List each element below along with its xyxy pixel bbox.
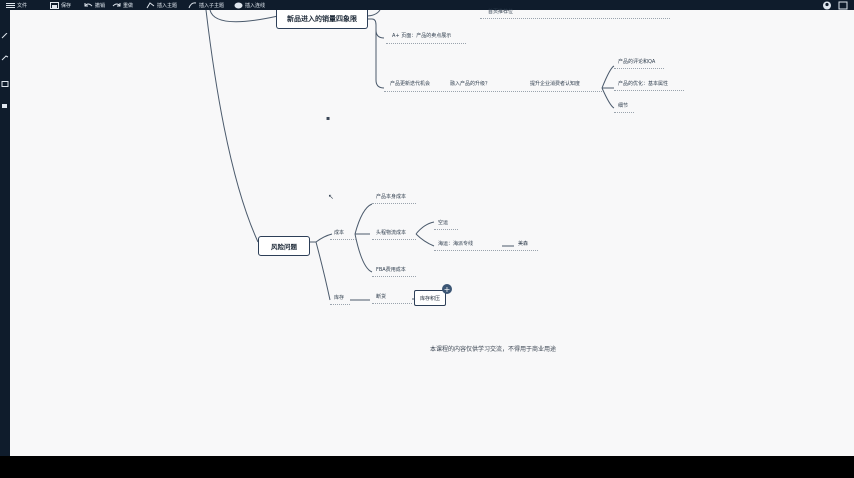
mindmap-canvas: 新品进入的销量四象限 首页推荐位 A+ 页面：产品的卖点展示 产品更新迭代机会 … [10,10,854,456]
insert-subtopic-label: 插入子主题 [199,2,225,9]
leaf-selected[interactable]: 库存积压 [414,290,446,306]
caption-label: 本课程的内容仅供学习交流，不得用于商业用途 [430,346,557,353]
underline [614,112,634,113]
file-menu[interactable]: 文件 [6,0,27,10]
leaf-inv-1[interactable]: 断货 [376,295,386,300]
topic-main[interactable]: 风险问题 [258,236,310,256]
leaf-cost-1-label: 产品本身成本 [376,194,407,200]
leaf-cost-4[interactable]: 海运：海派专线 [438,242,473,247]
undo-button[interactable]: 撤销 [84,0,105,10]
connector-lines [205,10,615,301]
insert-topic-label: 插入主题 [157,2,178,9]
underline [330,304,350,305]
insert-subtopic-button[interactable]: 插入子主题 [188,0,224,10]
underline [434,229,458,230]
note-icon[interactable] [1,94,9,108]
insert-relation-label: 插入连线 [245,2,266,9]
node-ab-label: A+ 页面：产品的卖点展示 [392,33,452,39]
underline [480,18,670,19]
node-top-upper[interactable]: 首页推荐位 [488,10,513,15]
user-avatar[interactable] [822,0,832,10]
leaf-inv-1-label: 断货 [376,294,387,300]
leaf-review-qa[interactable]: 产品的评论和QA [618,60,655,65]
avatar-icon [822,1,832,10]
insert-relation-button[interactable]: 插入连线 [234,0,265,10]
node-flow-label: 产品更新迭代机会 [390,81,431,87]
leaf-other-label: 细节 [618,103,629,109]
leaf-other[interactable]: 细节 [618,104,628,109]
topic-icon [146,1,155,9]
leaf-cost-5-label: 美森 [518,241,529,247]
underline [372,303,412,304]
node-flow2-label: 融入产品的升级？ [450,81,491,87]
save-label: 保存 [61,2,72,9]
node-ab[interactable]: A+ 页面：产品的卖点展示 [392,34,451,39]
underline [330,239,356,240]
relation-icon [234,2,243,9]
add-child-icon[interactable]: + [442,284,452,294]
leaf-review-qa-label: 产品的评论和QA [618,59,656,65]
leaf-cost-6-label: FBA费用成本 [376,267,406,273]
topic-main-label: 风险问题 [271,243,297,251]
leaf-review-opt-label: 产品的优化：基本属性 [618,81,669,87]
insert-topic-button[interactable]: 插入主题 [146,0,177,10]
leaf-review-opt[interactable]: 产品的优化：基本属性 [618,82,668,87]
leaf-cost-5[interactable]: 美森 [518,242,528,247]
menu-icon [6,2,15,9]
node-top-upper-label: 首页推荐位 [488,9,514,15]
redo-icon [112,2,121,9]
leaf-cost-2[interactable]: 头程物流成本 [376,231,406,236]
leaf-cost-3-label: 空运 [438,220,449,226]
underline [386,43,466,44]
leaf-cost-4-label: 海运：海派专线 [438,241,474,247]
branch-inventory[interactable]: 库存 [334,296,344,301]
leaf-cost-3[interactable]: 空运 [438,221,448,226]
collapse-marker[interactable]: ▪ [326,115,331,122]
redo-label: 重做 [123,2,134,9]
node-flow3[interactable]: 提升企业消费者认知度 [530,82,580,87]
underline [384,91,602,92]
underline [614,90,684,91]
subtopic-icon [188,1,197,9]
caption-text: 本课程的内容仅供学习交流，不得用于商业用途 [430,344,556,353]
leaf-cost-2-label: 头程物流成本 [376,230,407,236]
node-flow3-label: 提升企业消费者认知度 [530,81,581,87]
node-flow[interactable]: 产品更新迭代机会 [390,82,430,87]
save-icon [50,1,59,9]
leaf-selected-label: 库存积压 [419,295,440,302]
underline [614,68,664,69]
branch-cost[interactable]: 成本 [334,231,344,236]
brush-icon[interactable] [1,46,9,61]
node-flow2[interactable]: 融入产品的升级？ [450,82,490,87]
window-control[interactable] [838,0,848,10]
image-icon[interactable] [1,72,9,87]
redo-button[interactable]: 重做 [112,0,133,10]
undo-icon [84,2,93,9]
pen-icon[interactable] [1,24,9,39]
branch-cost-label: 成本 [334,230,345,236]
window-icon [838,1,848,10]
leaf-cost-6[interactable]: FBA费用成本 [376,268,406,273]
file-label: 文件 [17,2,28,9]
topic-top[interactable]: 新品进入的销量四象限 [276,10,368,29]
topic-top-label: 新品进入的销量四象限 [287,15,357,23]
undo-label: 撤销 [95,2,106,9]
bottom-bar [0,456,854,478]
leaf-cost-1[interactable]: 产品本身成本 [376,195,406,200]
cursor-icon: ↖ [328,193,334,201]
branch-inventory-label: 库存 [334,295,345,301]
underline [372,203,416,204]
underline [372,239,416,240]
save-button[interactable]: 保存 [50,0,71,10]
toolbar: 文件 保存 撤销 重做 插入主题 插入子主题 插入连线 [0,0,854,10]
underline [372,276,416,277]
underline [434,250,538,251]
left-sidebar [0,10,10,456]
